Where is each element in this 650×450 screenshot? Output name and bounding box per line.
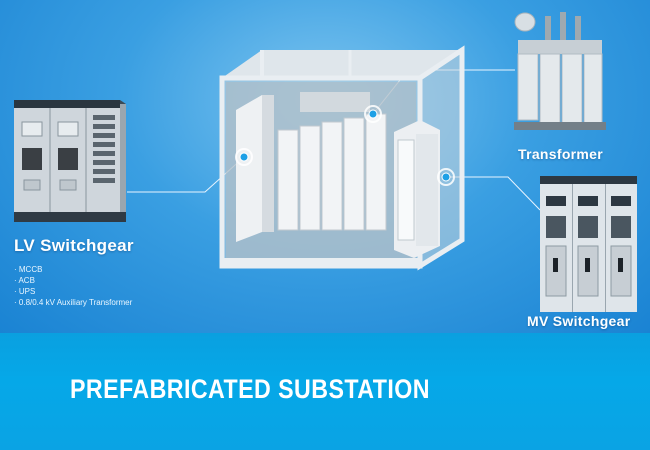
lv-switchgear-list: MCCB ACB UPS 0.8/0.4 kV Auxiliary Transf… [14, 264, 132, 308]
lv-switchgear-title: LV Switchgear [14, 236, 134, 255]
list-item: UPS [14, 286, 132, 297]
transformer-image [514, 12, 606, 130]
hotspot-lv[interactable] [235, 148, 253, 166]
lv-switchgear-image [14, 100, 126, 222]
banner-band [0, 333, 650, 450]
substation-enclosure-image [219, 45, 465, 271]
banner-title: PREFABRICATED SUBSTATION [70, 374, 430, 404]
illustration [14, 12, 637, 312]
list-item: MCCB [14, 264, 132, 275]
list-item: ACB [14, 275, 132, 286]
mv-switchgear-title: MV Switchgear [527, 313, 631, 329]
hotspot-transformer[interactable] [364, 105, 382, 123]
hotspot-mv[interactable] [437, 168, 455, 186]
connector-mv [446, 176, 541, 211]
mv-switchgear-image [540, 176, 637, 312]
list-item: 0.8/0.4 kV Auxiliary Transformer [14, 297, 132, 308]
transformer-title: Transformer [518, 146, 603, 162]
